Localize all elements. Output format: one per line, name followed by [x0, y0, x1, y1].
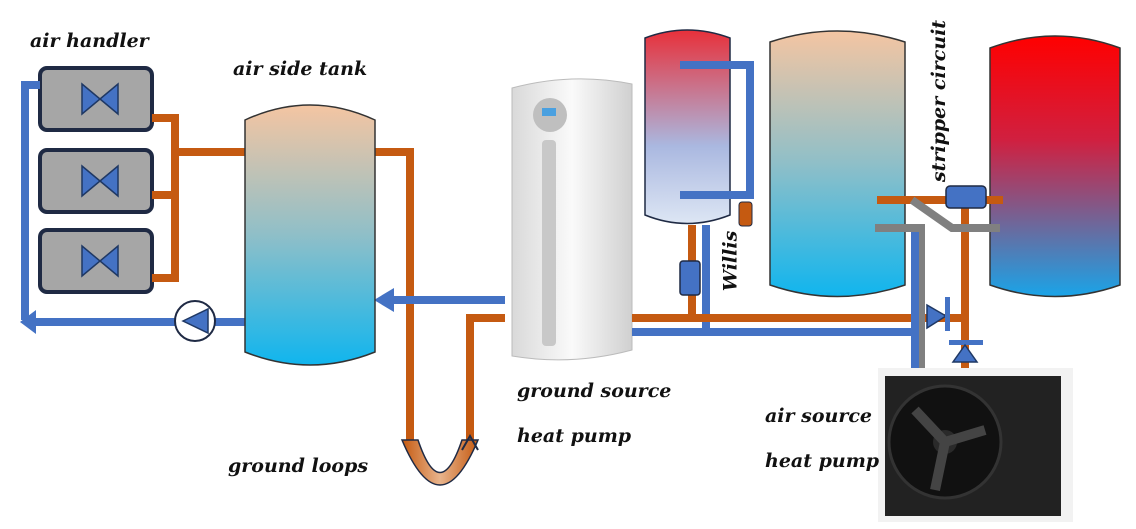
label-ground-source-2: heat pump — [517, 425, 632, 447]
air-handler-units — [38, 66, 154, 294]
stripper-circuit — [875, 196, 1003, 380]
label-stripper-circuit: stripper circuit — [928, 19, 951, 183]
label-ground-source-1: ground source — [517, 380, 672, 402]
fan-icon — [81, 164, 119, 198]
ground-loop — [400, 439, 480, 486]
circulator-pump — [174, 300, 216, 342]
hot-tank — [989, 35, 1121, 298]
check-valve-vertical — [949, 340, 983, 363]
label-air-source-2: heat pump — [765, 450, 880, 472]
label-ground-loops: ground loops — [228, 455, 369, 477]
fan-icon — [81, 244, 119, 278]
label-air-source-1: air source — [765, 405, 873, 427]
stripper-pump — [945, 185, 987, 209]
label-air-handler: air handler — [30, 30, 149, 52]
ground-source-heat-pump — [511, 78, 633, 361]
fan-icon — [81, 82, 119, 116]
willis-tank — [644, 29, 731, 225]
label-willis: Willis — [719, 230, 742, 292]
pipes-willis — [632, 61, 965, 336]
check-valve-horizontal — [926, 297, 950, 331]
willis-pump — [679, 260, 701, 296]
buffer-tank — [769, 30, 906, 298]
willis-element — [738, 201, 753, 227]
label-air-side-tank: air side tank — [233, 58, 368, 80]
air-handler-3 — [38, 228, 154, 294]
air-side-tank — [244, 104, 376, 366]
air-handler-2 — [38, 148, 154, 214]
air-handler-1 — [38, 66, 154, 132]
air-source-heat-pump — [878, 368, 1073, 522]
